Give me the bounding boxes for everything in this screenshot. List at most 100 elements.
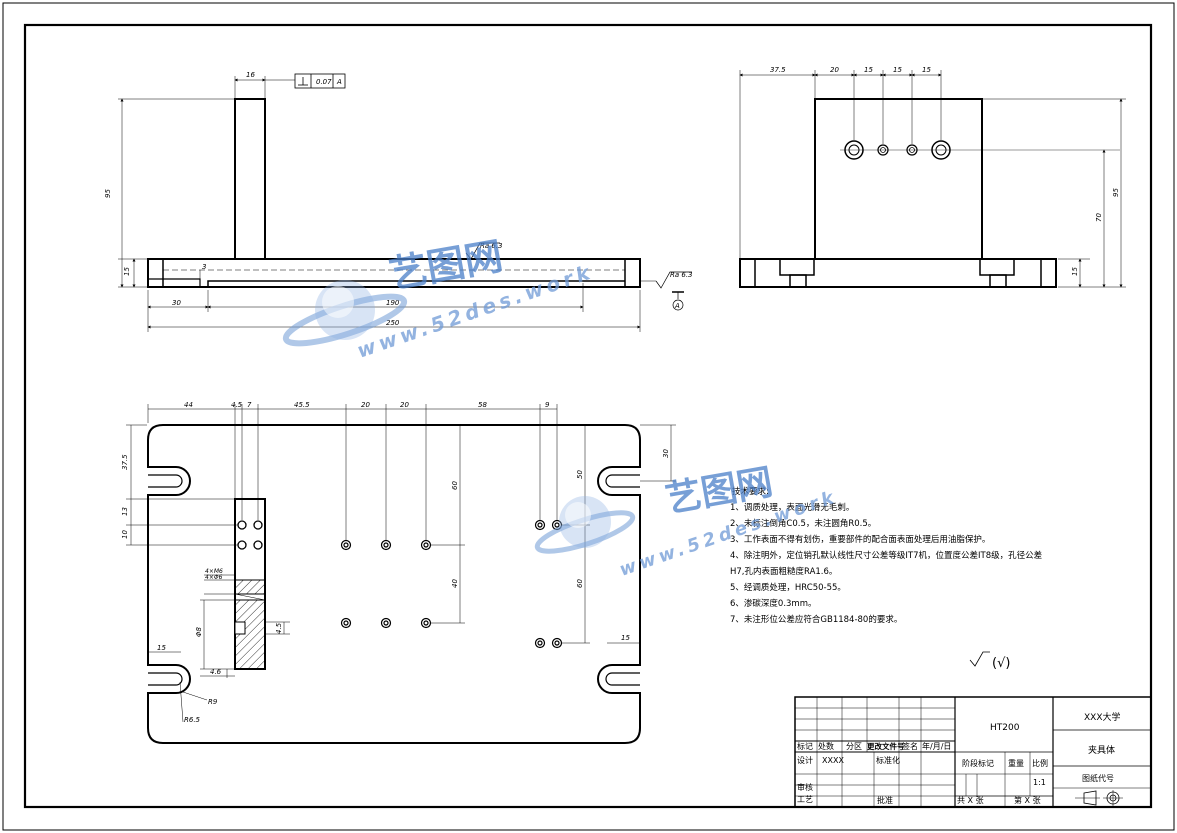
top-hole3: Φ8	[195, 626, 203, 637]
datum-icon	[672, 299, 684, 311]
title-block	[794, 696, 1152, 808]
top-dim-y4: 60	[451, 481, 459, 490]
top-r2: R6.5	[184, 716, 201, 724]
roughness-general: (√)	[992, 656, 1010, 671]
side-view	[739, 70, 1126, 288]
side-view-labels: 37.5 20 15 15 15 95 70 15	[770, 66, 1120, 276]
title-block-text: 标记 处数 分区 更改文件号 签名 年/月/日 设计 XXXX 标准化 审核 工…	[797, 711, 1121, 805]
side-dim-base: 15	[1071, 267, 1079, 276]
side-dim-total: 95	[1112, 188, 1120, 197]
front-view-labels: 16 0.07 A 95 15 3 30 190 250 Ra 6.3 Ra 6…	[104, 71, 693, 327]
tb-label: 处数	[818, 741, 834, 751]
tb-approve: 批准	[877, 795, 893, 805]
tb-label: 更改文件号	[867, 741, 905, 751]
note-item: 5、经调质处理，HRC50-55。	[730, 582, 846, 593]
tb-standardize: 标准化	[876, 755, 900, 765]
top-dim-right: 15	[621, 634, 630, 642]
top-width: 4.6	[210, 668, 222, 676]
top-dim-x8: 9	[545, 401, 550, 409]
side-dim-5: 15	[922, 66, 931, 74]
notes-title: 技术要求:	[732, 486, 769, 497]
top-dim-y6: 50	[576, 470, 584, 479]
watermark-1: 艺图网 www.52des.work	[282, 234, 596, 363]
note-item: 7、未注形位公差应符合GB1184-80的要求。	[730, 614, 902, 625]
top-dim-y5: 40	[451, 579, 459, 588]
tolerance-frame	[294, 73, 346, 89]
note-item: 2、未标注倒角C0.5，未注圆角R0.5。	[730, 518, 876, 529]
dim-groove-length: 190	[386, 299, 400, 307]
side-base	[739, 258, 1057, 288]
top-dim-x1: 44	[184, 401, 193, 409]
dim-groove-depth: 3	[202, 263, 206, 271]
tb-label: 签名	[902, 741, 918, 751]
side-dim-center: 70	[1095, 213, 1103, 222]
note-item: 4、除注明外，定位销孔默认线性尺寸公差等级IT7机，位置度公差IT8级，孔径公差	[730, 550, 1042, 561]
side-dim-1: 37.5	[770, 66, 786, 74]
datum-label: A	[674, 302, 680, 310]
tb-drawing-code: 图纸代号	[1082, 773, 1114, 783]
top-dim-x5: 20	[361, 401, 370, 409]
dim-offset: 30	[172, 299, 181, 307]
top-r1: R9	[208, 698, 218, 706]
note-item: H7,孔内表面粗糙度RA1.6。	[730, 566, 837, 577]
tb-label: 年/月/日	[922, 741, 951, 751]
front-view	[118, 73, 692, 332]
top-depth: 4.5	[275, 622, 283, 634]
inner-frame	[23, 23, 1153, 809]
top-dim-x4: 45.5	[294, 401, 310, 409]
tb-design: 设计	[797, 755, 813, 765]
top-dim-y8: 30	[662, 449, 670, 458]
tb-review: 审核	[797, 782, 813, 792]
tb-designer: XXXX	[822, 756, 844, 765]
roughness-icon	[655, 271, 692, 289]
tb-sheets-total: 共 X 张	[957, 796, 984, 805]
side-dim-2: 20	[830, 66, 839, 74]
tb-scale: 比例	[1032, 758, 1048, 768]
top-dim-x3: 7	[247, 401, 252, 409]
side-dim-4: 15	[893, 66, 902, 74]
front-base	[147, 258, 641, 288]
side-upright	[814, 98, 983, 260]
top-dim-slot: 15	[157, 644, 166, 652]
note-item: 3、工作表面不得有划伤，重要部件的配合面表面处理后用油脂保护。	[730, 534, 990, 545]
dim-height-total: 95	[104, 189, 112, 198]
tb-weight: 重量	[1008, 758, 1024, 768]
front-upright	[234, 98, 266, 260]
tb-scale-value: 1:1	[1033, 778, 1046, 787]
tb-label: 分区	[846, 742, 862, 751]
dim-top-width: 16	[246, 71, 255, 79]
tb-material: HT200	[990, 723, 1020, 733]
tb-school: XXX大学	[1084, 711, 1121, 723]
dim-base-height: 15	[123, 267, 131, 276]
top-hole2: 4×Φ6	[205, 574, 223, 581]
top-hole1: 4×M6	[205, 568, 223, 575]
tb-label: 标记	[797, 741, 813, 751]
top-dim-x2: 4.5	[231, 401, 243, 409]
top-dim-y2: 13	[121, 507, 129, 516]
roughness-top: Ra 6.3	[480, 242, 503, 250]
roughness-general-icon	[969, 651, 990, 667]
top-dim-y1: 37.5	[121, 454, 129, 470]
side-dim-3: 15	[864, 66, 873, 74]
note-item: 1、调质处理，表面光滑无毛刺。	[730, 502, 854, 513]
note-item: 6、渗碳深度0.3mm。	[730, 598, 817, 609]
top-view	[126, 404, 676, 744]
tb-process: 工艺	[797, 795, 813, 804]
dim-overall-length: 250	[386, 319, 400, 327]
top-outline	[147, 424, 641, 744]
roughness-right: Ra 6.3	[670, 271, 693, 279]
tb-sheet-no: 第 X 张	[1014, 795, 1041, 805]
top-dim-y7: 60	[576, 579, 584, 588]
tolerance-value: 0.07	[316, 78, 332, 86]
top-view-labels: 44 4.5 7 45.5 20 20 58 9 37.5 13 10 60 4…	[121, 401, 670, 724]
tb-stage-mark: 阶段标记	[962, 758, 994, 768]
top-dim-y3: 10	[121, 530, 129, 539]
technical-notes: 技术要求: 1、调质处理，表面光滑无毛刺。 2、未标注倒角C0.5，未注圆角R0…	[730, 486, 1042, 671]
tb-part-name: 夹具体	[1088, 744, 1115, 756]
top-dim-x7: 58	[478, 401, 487, 409]
top-dim-x6: 20	[400, 401, 409, 409]
tolerance-datum: A	[336, 78, 342, 86]
roughness-icon	[465, 242, 500, 260]
